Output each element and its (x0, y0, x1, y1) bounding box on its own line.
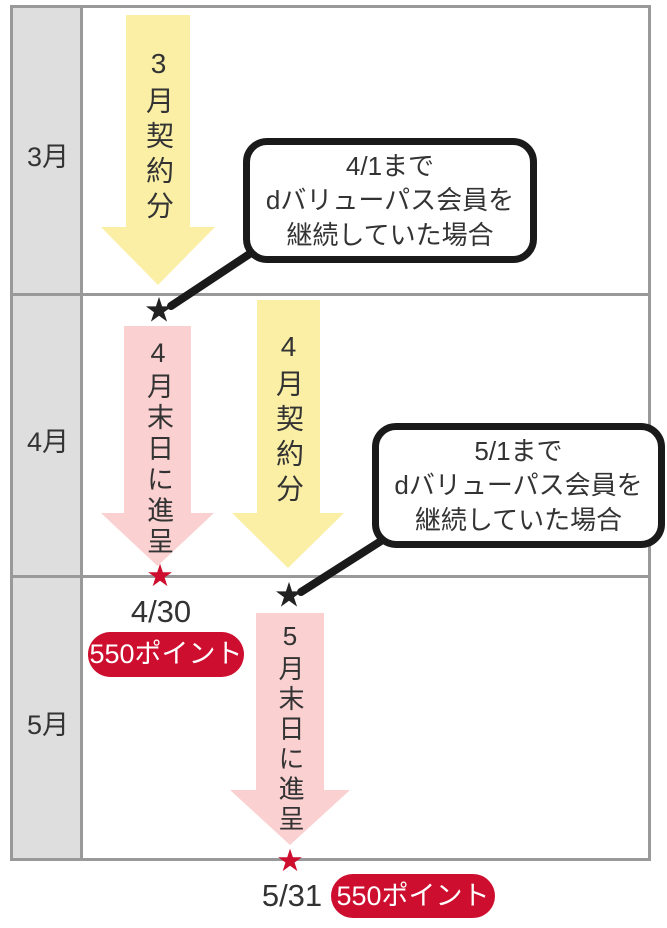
may-grant-arrow-label: 5月末日に進呈 (275, 621, 305, 835)
month-label-april: 4月 (26, 427, 70, 457)
star-icon-april-start: ★ (143, 291, 175, 330)
date-label-may-31: 5/31 (261, 878, 323, 913)
april-grant-arrow-label: 4月末日に進呈 (143, 338, 173, 558)
march-contract-arrow-label: 3月契約分 (143, 48, 174, 226)
month-divider-march-april (13, 293, 648, 296)
callout-april-condition: 4/1まで dバリューパス会員を 継続していた場合 (243, 138, 537, 263)
month-label-march: 3月 (26, 142, 70, 172)
date-label-april-30: 4/30 (130, 594, 192, 629)
april-contract-arrow-label: 4月契約分 (273, 331, 304, 509)
star-icon-may-start: ★ (273, 576, 305, 615)
month-column (13, 8, 83, 858)
star-icon-may-grant: ★ (276, 842, 304, 878)
month-divider-april-may (13, 575, 648, 578)
star-icon-april-grant: ★ (146, 557, 174, 593)
callout-may-condition: 5/1まで dバリューパス会員を 継続していた場合 (372, 423, 665, 548)
points-badge-april: 550ポイント (88, 632, 244, 677)
month-label-may: 5月 (26, 710, 70, 740)
points-badge-may: 550ポイント (331, 874, 495, 918)
